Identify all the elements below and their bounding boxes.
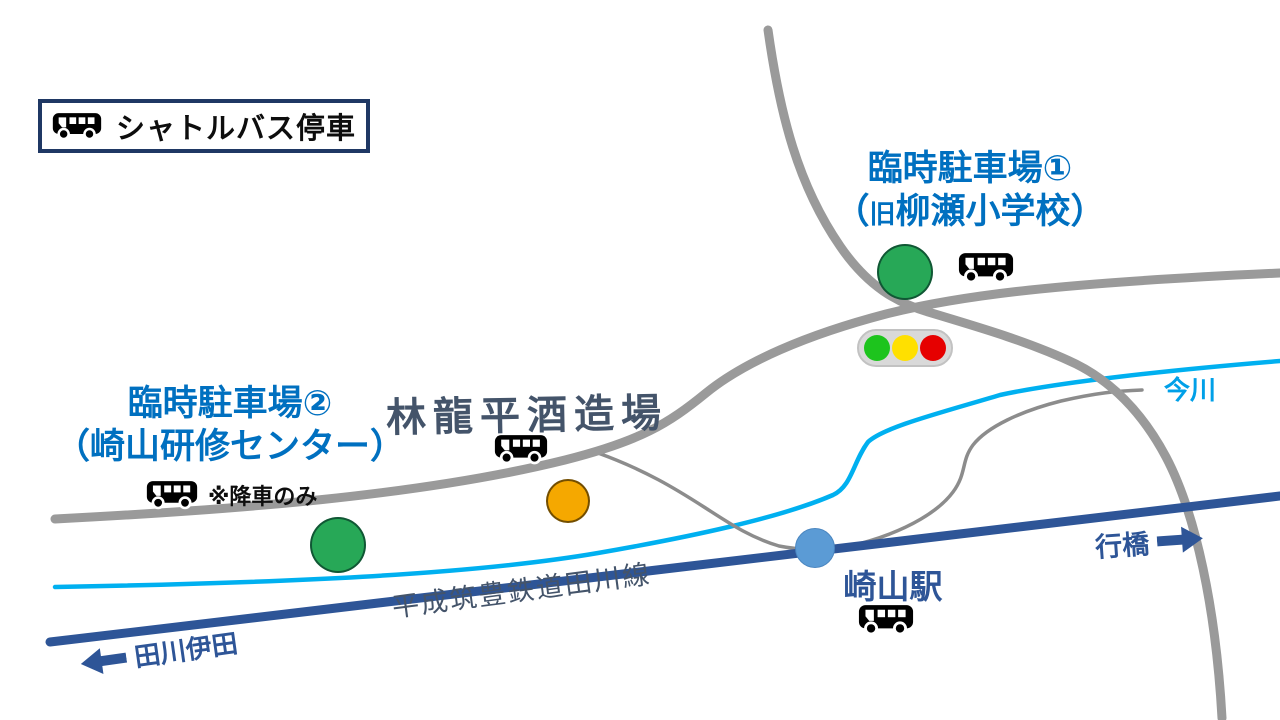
parking1-label: 臨時駐車場① （旧柳瀬小学校） (810, 148, 1130, 233)
main-road (50, 268, 1280, 524)
imagawa-river-line (52, 358, 1280, 590)
parking2-label: 臨時駐車場② （崎山研修センター） (40, 383, 420, 468)
parking2-line2: （崎山研修センター） (54, 426, 405, 467)
direction-yukuhashi: 行橋 (1094, 518, 1204, 564)
local-loop-road (596, 388, 1144, 552)
traffic-light-icon (857, 329, 953, 367)
parking2-stop-marker (310, 517, 366, 573)
parking1-line1: 臨時駐車場① (867, 149, 1073, 189)
station-bus-icon (858, 603, 914, 637)
parking2-dropoff-row: ※降車のみ (146, 479, 317, 511)
traffic-green-light (864, 335, 890, 361)
right-arrow-icon (1156, 526, 1203, 553)
left-arrow-icon (80, 647, 128, 674)
direction-right-label: 行橋 (1094, 529, 1151, 564)
direction-tagawa-ita: 田川伊田 (78, 623, 240, 682)
parking2-bus-icon (146, 479, 198, 511)
station-marker (795, 528, 835, 568)
brewery-stop-marker (546, 479, 590, 523)
legend-label: シャトルバス停車 (115, 111, 356, 145)
bus-icon (52, 110, 102, 143)
parking1-stop-marker (877, 244, 933, 300)
river-label: 今川 (1164, 376, 1217, 406)
legend-shuttle-bus-stop: シャトルバス停車 (38, 99, 370, 153)
dropoff-only-note: ※降車のみ (208, 485, 318, 510)
brewery-bus-icon (494, 433, 548, 466)
railway-line (45, 491, 1280, 647)
traffic-yellow-light (892, 335, 918, 361)
traffic-red-light (920, 335, 946, 361)
parking1-line2: （旧柳瀬小学校） (834, 191, 1106, 232)
parking1-bus-icon (958, 251, 1014, 285)
parking2-line1: 臨時駐車場② (127, 384, 333, 424)
station-name: 崎山駅 (843, 567, 943, 606)
crossing-road (763, 25, 1227, 720)
